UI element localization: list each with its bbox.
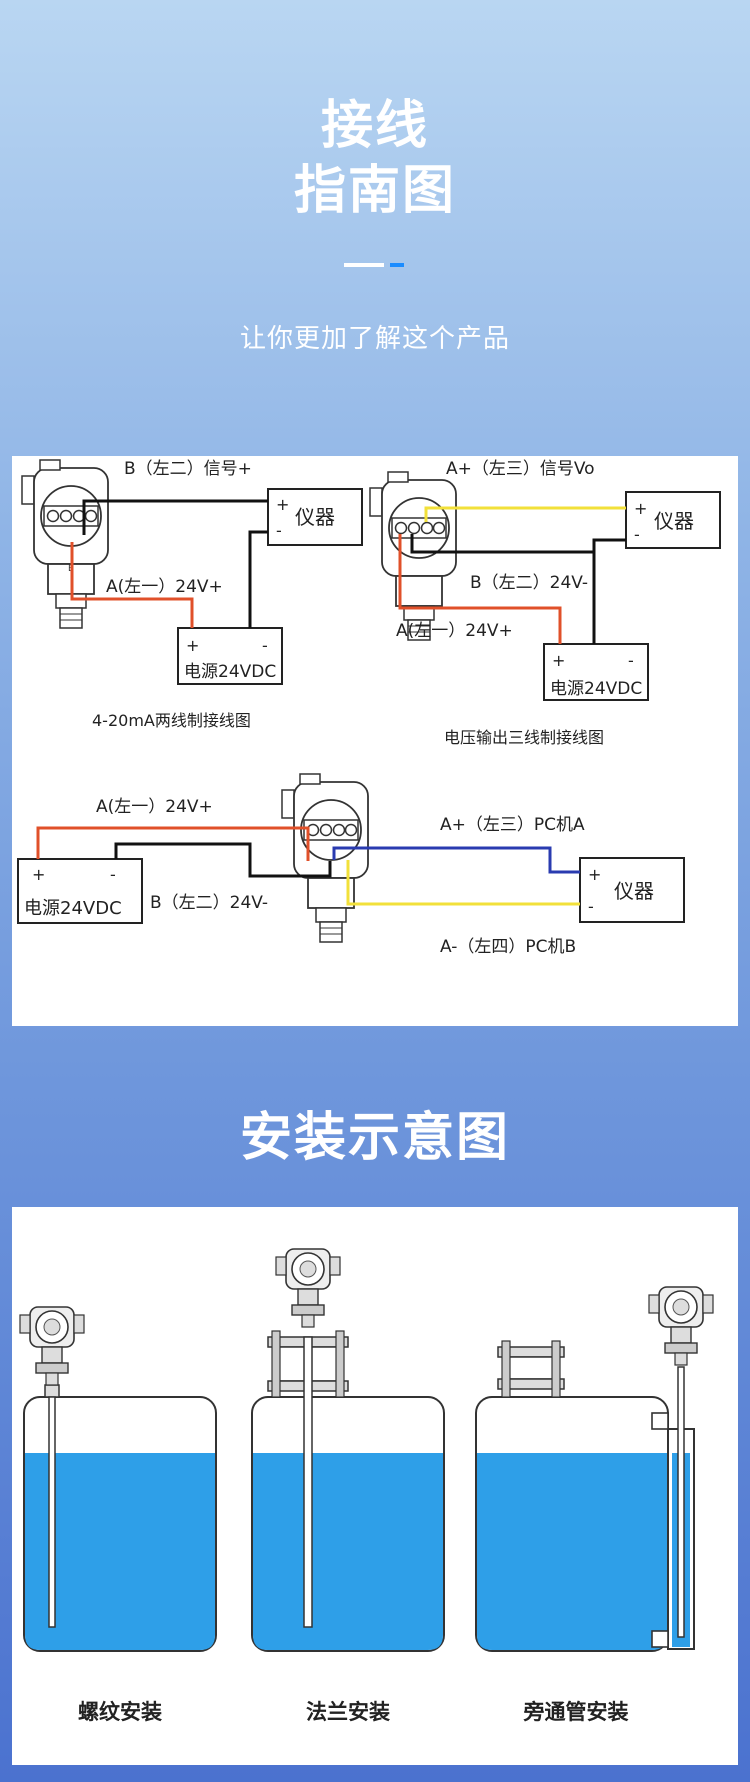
d3-wire-ground (114, 842, 332, 878)
hero-title-line-1: 接线 (320, 96, 429, 156)
d3-power-plus: + (32, 865, 45, 884)
d1-top-label: B（左二）信号+ (124, 459, 252, 479)
diagram-two-wire: B（左二）信号+ B + - 仪器 + - 电源24VDC A(左一）24V+ … (21, 459, 363, 730)
tank-3-liquid (477, 1453, 667, 1650)
sensor-3 (648, 1286, 714, 1366)
install-threaded: 螺纹安装 (19, 1306, 217, 1724)
install-diagrams: 螺纹安装 法兰安装 (19, 1248, 714, 1724)
d1-wire-return (248, 530, 268, 628)
d3-instrument-plus: + (588, 865, 601, 884)
diagram-three-wire: A+（左三）信号Vo + - 仪器 + - 电源24VDC B（左二）24V- … (369, 459, 721, 747)
d2-wire-signal (424, 506, 626, 522)
d2-top-label: A+（左三）信号Vo (446, 459, 595, 479)
d3-aminus-label: A-（左四）PC机B (440, 937, 576, 957)
d3-instrument-minus: - (588, 897, 594, 916)
d3-wire-a-plus (332, 846, 580, 874)
d1-instrument-box (267, 488, 363, 546)
d3-instrument-box (579, 857, 685, 923)
tank-2-probe (303, 1336, 313, 1628)
d2-transmitter (369, 471, 457, 641)
d2-instrument-plus: + (634, 499, 647, 518)
wiring-diagrams: B（左二）信号+ B + - 仪器 + - 电源24VDC A(左一）24V+ … (17, 459, 721, 957)
d1-wire-signal (82, 499, 268, 535)
caption-flange: 法兰安装 (306, 1700, 390, 1724)
caption-bypass: 旁通管安装 (523, 1700, 629, 1724)
install-flange: 法兰安装 (251, 1248, 445, 1724)
d1-power-plus: + (186, 636, 199, 655)
d2-left-label: A(左一）24V+ (396, 621, 513, 641)
d1-instrument-minus: - (276, 521, 282, 540)
install-diagram-panel: 螺纹安装 法兰安装 (12, 1207, 738, 1765)
tank-1-probe (48, 1396, 56, 1628)
d3-wire-a-minus (346, 860, 580, 906)
hero-subtitle: 让你更加了解这个产品 (239, 324, 510, 354)
caption-threaded: 螺纹安装 (78, 1700, 162, 1724)
hero-title-line-2: 指南图 (293, 161, 456, 221)
d3-wire-24v (36, 826, 310, 861)
tank-3-probe (677, 1366, 685, 1638)
d2-instrument-box (625, 491, 721, 549)
d3-power-box (17, 858, 143, 924)
d2-power-box (543, 643, 649, 701)
diagram-rs485: A(左一）24V+ + - 电源24VDC + - 仪器 B（左二）24V- A… (17, 773, 685, 957)
d1-wire-24v (70, 542, 194, 628)
d1-power-box (177, 627, 283, 685)
d1-instrument-plus: + (276, 495, 289, 514)
d3-power-minus: - (110, 865, 116, 884)
install-bypass: 旁通管安装 (475, 1286, 714, 1724)
d2-power-label: 电源24VDC (550, 679, 642, 699)
d3-b-label: B（左二）24V- (150, 893, 268, 913)
d2-mid-label: B（左二）24V- (470, 573, 588, 593)
tank-2-liquid (253, 1453, 443, 1650)
d3-aplus-label: A+（左三）PC机A (440, 815, 585, 835)
wiring-diagram-panel: B（左二）信号+ B + - 仪器 + - 电源24VDC A(左一）24V+ … (12, 456, 738, 1026)
d2-wire-24v (398, 534, 562, 644)
d3-power-label: 电源24VDC (24, 898, 122, 919)
d2-power-minus: - (628, 651, 634, 670)
d1-power-minus: - (262, 636, 268, 655)
d1-caption: 4-20mA两线制接线图 (92, 711, 251, 730)
d2-power-plus: + (552, 651, 565, 670)
d1-left-label: A(左一）24V+ (106, 577, 223, 597)
d1-instrument-label: 仪器 (295, 505, 335, 529)
install-section-title: 安装示意图 (239, 1108, 510, 1168)
d3-a-label: A(左一）24V+ (96, 797, 213, 817)
d2-instrument-minus: - (634, 525, 640, 544)
tank-1-liquid (25, 1453, 215, 1650)
d1-power-label: 电源24VDC (184, 662, 276, 682)
d1-transmitter (21, 459, 109, 629)
d3-instrument-label: 仪器 (614, 879, 654, 903)
d2-instrument-label: 仪器 (654, 509, 694, 533)
sensor-1 (19, 1306, 85, 1386)
sensor-2 (275, 1248, 341, 1328)
d3-transmitter (281, 773, 369, 943)
d2-caption: 电压输出三线制接线图 (444, 728, 604, 747)
